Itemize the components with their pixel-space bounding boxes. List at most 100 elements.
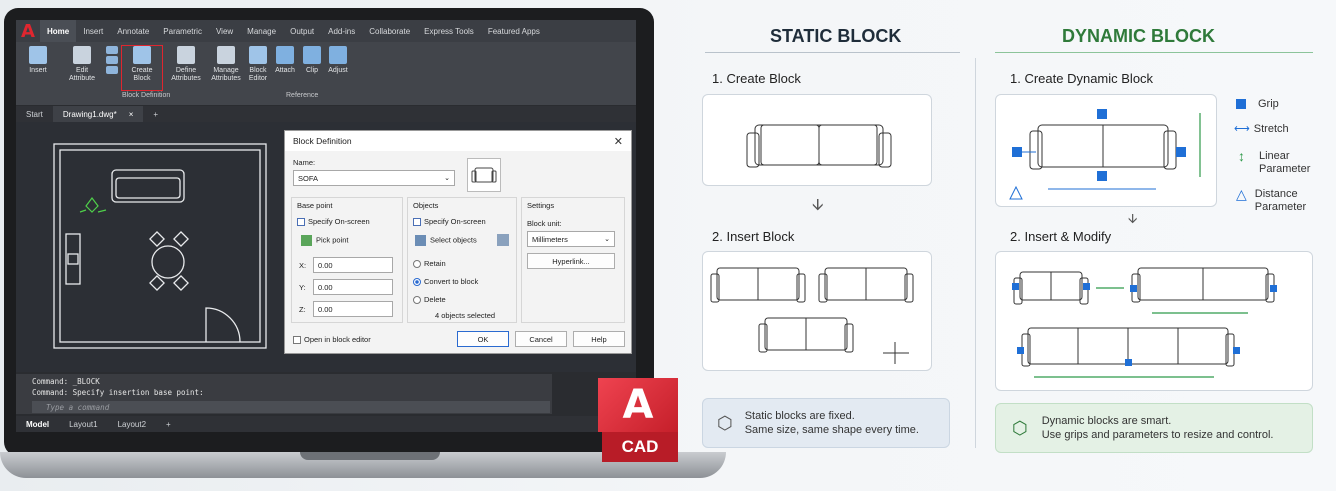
edit-attribute-button[interactable]: Edit Attribute: [62, 46, 102, 90]
linear-parameter-icon: ↕: [1238, 148, 1245, 164]
static-insert-card: [702, 251, 932, 371]
objects-title: Objects: [413, 201, 439, 210]
sofa-preview-icon: [471, 167, 497, 183]
convert-to-block-radio[interactable]: Convert to block: [413, 277, 478, 287]
ok-button[interactable]: OK: [457, 331, 509, 347]
specify-onscreen-base-checkbox[interactable]: Specify On-screen: [297, 217, 370, 227]
create-block-label: Create Block: [131, 67, 153, 82]
close-tab-icon[interactable]: ×: [128, 109, 134, 119]
open-in-block-editor-checkbox[interactable]: Open in block editor: [293, 335, 371, 345]
edit-attribute-label: Edit Attribute: [68, 67, 96, 82]
dynamic-note-text: Dynamic blocks are smart. Use grips and …: [1042, 414, 1274, 442]
create-block-button[interactable]: Create Block: [121, 45, 163, 91]
close-icon[interactable]: ✕: [613, 135, 623, 148]
command-history-line: Command: Specify insertion base point:: [32, 388, 204, 397]
autocad-logo-icon[interactable]: A: [21, 20, 35, 42]
define-attributes-button[interactable]: Define Attributes: [166, 46, 206, 90]
name-field[interactable]: SOFA ⌄: [293, 170, 455, 186]
insert-button[interactable]: Insert: [18, 46, 58, 90]
dialog-title: Block Definition: [293, 136, 352, 146]
new-tab-button[interactable]: +: [153, 109, 159, 119]
dynamic-step-2: 2. Insert & Modify: [1010, 229, 1112, 244]
tab-add-ins[interactable]: Add-ins: [328, 26, 356, 36]
x-field[interactable]: 0.00: [313, 257, 393, 273]
select-objects-button[interactable]: Select objects: [415, 235, 477, 246]
tab-collaborate[interactable]: Collaborate: [369, 26, 411, 36]
floor-plan-drawing: [53, 143, 267, 349]
block-unit-select[interactable]: Millimeters ⌄: [527, 231, 615, 247]
delete-label: Delete: [424, 295, 446, 304]
legend-line: Linear: [1259, 150, 1290, 162]
command-input[interactable]: Type a command: [32, 401, 550, 413]
static-create-card: [702, 94, 932, 186]
tab-annotate[interactable]: Annotate: [117, 26, 150, 36]
tab-drawing1[interactable]: Drawing1.dwg* ×: [52, 106, 144, 122]
legend-line: Parameter: [1254, 201, 1307, 213]
legend-grip: Grip: [1236, 98, 1279, 111]
legend-stretch-label: Stretch: [1253, 123, 1289, 135]
insert-icon: [29, 46, 47, 64]
note-line: Static blocks are fixed.: [744, 410, 855, 422]
pick-point-button[interactable]: Pick point: [301, 235, 349, 246]
autocad-logo-icon: A: [598, 378, 678, 432]
hyperlink-button[interactable]: Hyperlink...: [527, 253, 615, 269]
stretch-arrow-icon: ⟷: [1234, 123, 1250, 135]
inserted-sofas-drawing: [710, 267, 914, 364]
block-editor-label: Block Editor: [248, 67, 268, 82]
manage-attributes-button[interactable]: Manage Attributes: [206, 46, 246, 90]
tab-featured-apps[interactable]: Featured Apps: [487, 26, 540, 36]
adjust-icon: [329, 46, 347, 64]
select-objects-icon: [415, 235, 426, 246]
tab-manage[interactable]: Manage: [247, 26, 277, 36]
objects-group: [407, 197, 517, 323]
tab-layout1[interactable]: Layout1: [69, 419, 98, 429]
block-preview: [467, 158, 501, 192]
z-field[interactable]: 0.00: [313, 301, 393, 317]
quick-select-icon[interactable]: [497, 234, 509, 246]
tab-express-tools[interactable]: Express Tools: [424, 26, 474, 36]
insert-label: Insert: [29, 67, 47, 74]
block-tool-icon: [106, 56, 118, 64]
note-line: Same size, same shape every time.: [744, 424, 919, 436]
panel-label-block-definition[interactable]: Block Definition: [122, 92, 171, 99]
tab-layout2[interactable]: Layout2: [117, 419, 147, 429]
panel-label-reference[interactable]: Reference: [286, 92, 319, 99]
specify-label: Specify On-screen: [424, 217, 486, 226]
y-label: Y:: [299, 283, 306, 292]
pick-point-icon: [301, 235, 312, 246]
block-editor-icon: [249, 46, 267, 64]
clip-button[interactable]: Clip: [298, 46, 326, 90]
dynamic-create-card: [995, 94, 1217, 207]
tab-start[interactable]: Start: [26, 109, 43, 119]
arrow-down-icon: 🡫: [1128, 211, 1138, 226]
block-editor-button[interactable]: Block Editor: [238, 46, 278, 90]
tab-view[interactable]: View: [215, 26, 234, 36]
y-field[interactable]: 0.00: [313, 279, 393, 295]
column-divider: [975, 58, 976, 448]
adjust-button[interactable]: Adjust: [322, 46, 354, 90]
add-layout-button[interactable]: +: [166, 419, 171, 429]
cancel-button[interactable]: Cancel: [515, 331, 567, 347]
specify-onscreen-objects-checkbox[interactable]: Specify On-screen: [413, 217, 486, 227]
tab-model[interactable]: Model: [26, 419, 50, 429]
note-line: Dynamic blocks are smart.: [1041, 415, 1172, 427]
command-line: Command: _BLOCK Command: Specify inserti…: [16, 374, 552, 414]
retain-radio[interactable]: Retain: [413, 259, 446, 269]
tab-output[interactable]: Output: [290, 26, 315, 36]
dynamic-note: ⬡ Dynamic blocks are smart. Use grips an…: [995, 403, 1313, 453]
tab-parametric[interactable]: Parametric: [163, 26, 202, 36]
tab-insert[interactable]: Insert: [83, 26, 104, 36]
small-tools-stack[interactable]: [104, 46, 120, 90]
help-button[interactable]: Help: [573, 331, 625, 347]
adjust-label: Adjust: [328, 67, 348, 74]
distance-parameter-icon: △: [1236, 186, 1247, 202]
checkbox: [413, 218, 421, 227]
attach-button[interactable]: Attach: [270, 46, 300, 90]
tab-home[interactable]: Home: [40, 20, 77, 42]
base-point-group: [291, 197, 403, 323]
open-editor-label: Open in block editor: [304, 335, 371, 344]
sofa-drawing: [746, 124, 892, 168]
static-note-text: Static blocks are fixed. Same size, same…: [745, 409, 919, 437]
delete-radio[interactable]: Delete: [413, 295, 446, 305]
